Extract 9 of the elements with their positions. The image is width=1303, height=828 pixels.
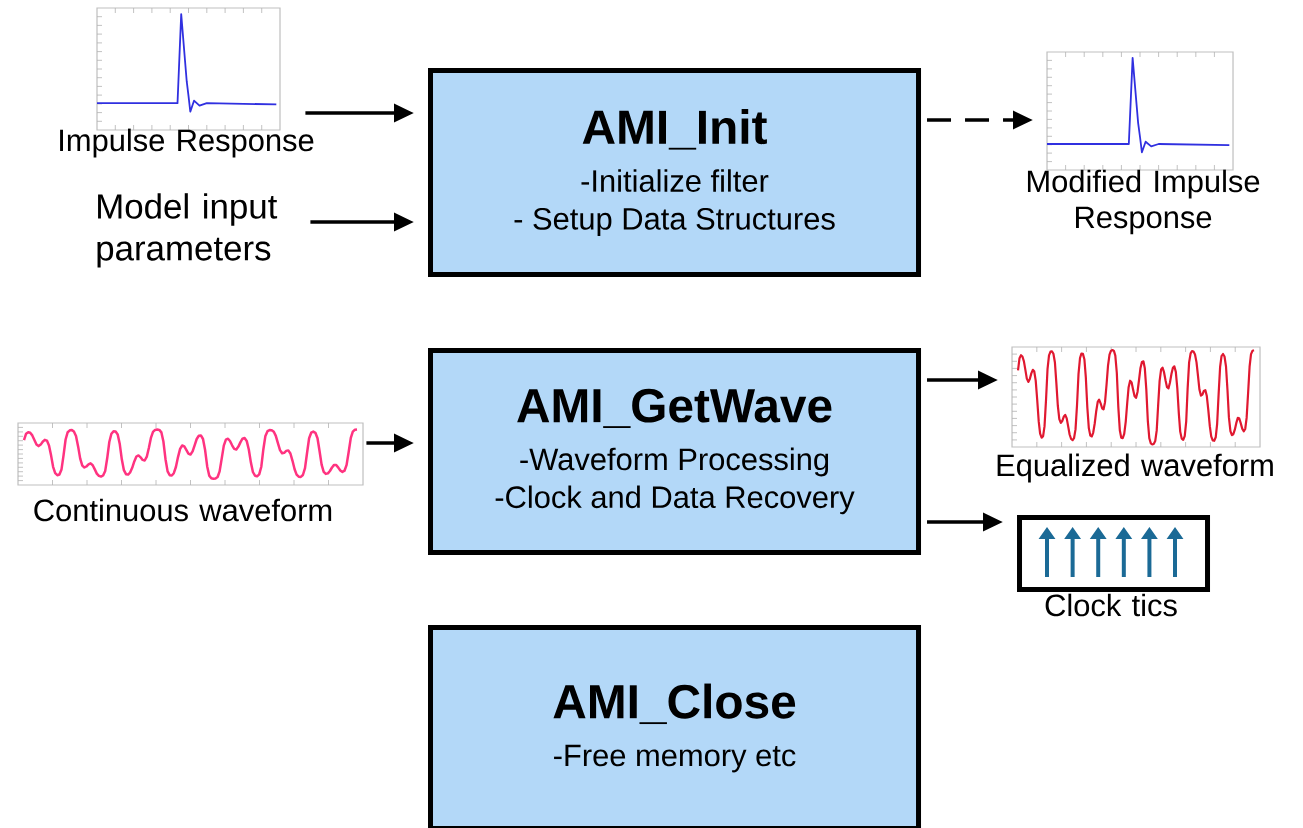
node-label: Equalized waveform — [997, 453, 1273, 483]
node-label: Continuous waveform — [34, 498, 332, 522]
node-label: Impulse Response — [60, 128, 314, 158]
process-box: AMI_Init -Initialize filter - Setup Data Structures — [428, 68, 921, 277]
node-label: Modified Impulse Response — [1027, 169, 1260, 235]
process-box: AMI_Close -Free memory etc — [428, 625, 921, 828]
node-label: Clock tics — [1045, 593, 1177, 617]
process-box: AMI_GetWave -Waveform Processing -Clock and Data Recovery — [428, 348, 921, 555]
input-label: Model input parameters — [97, 193, 278, 268]
